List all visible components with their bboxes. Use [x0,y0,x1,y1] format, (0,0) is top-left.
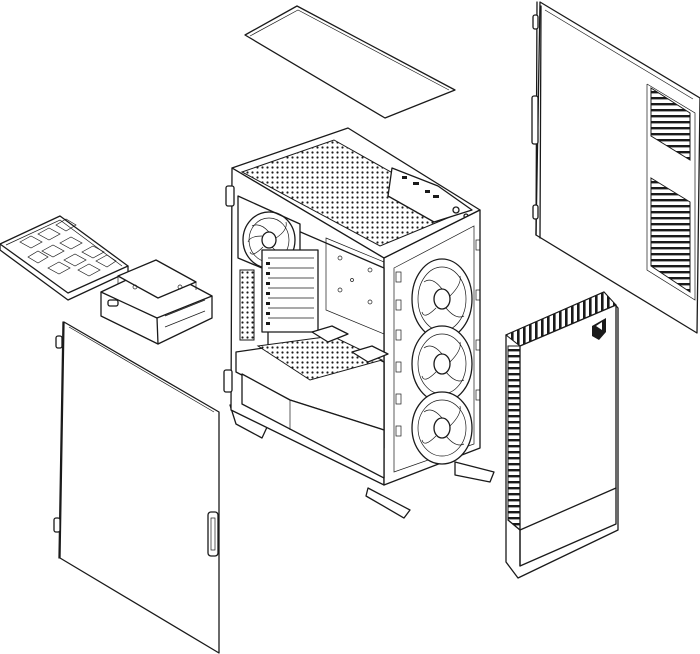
psu-shroud [235,325,389,479]
front-panel [505,291,619,579]
right-side-panel [531,1,700,334]
bottom-dust-filter [0,215,129,301]
expansion-slots [261,249,319,333]
front-fan-middle [411,325,473,403]
drive-cage [100,259,213,345]
foot-front-left [365,487,411,519]
brand-logo-icon [592,318,606,340]
chassis [223,127,495,519]
foot-front-right [454,461,495,483]
top-dust-filter [244,5,456,119]
front-fan-top [411,258,473,340]
front-fan-bottom [411,391,473,465]
left-side-panel [53,321,220,654]
